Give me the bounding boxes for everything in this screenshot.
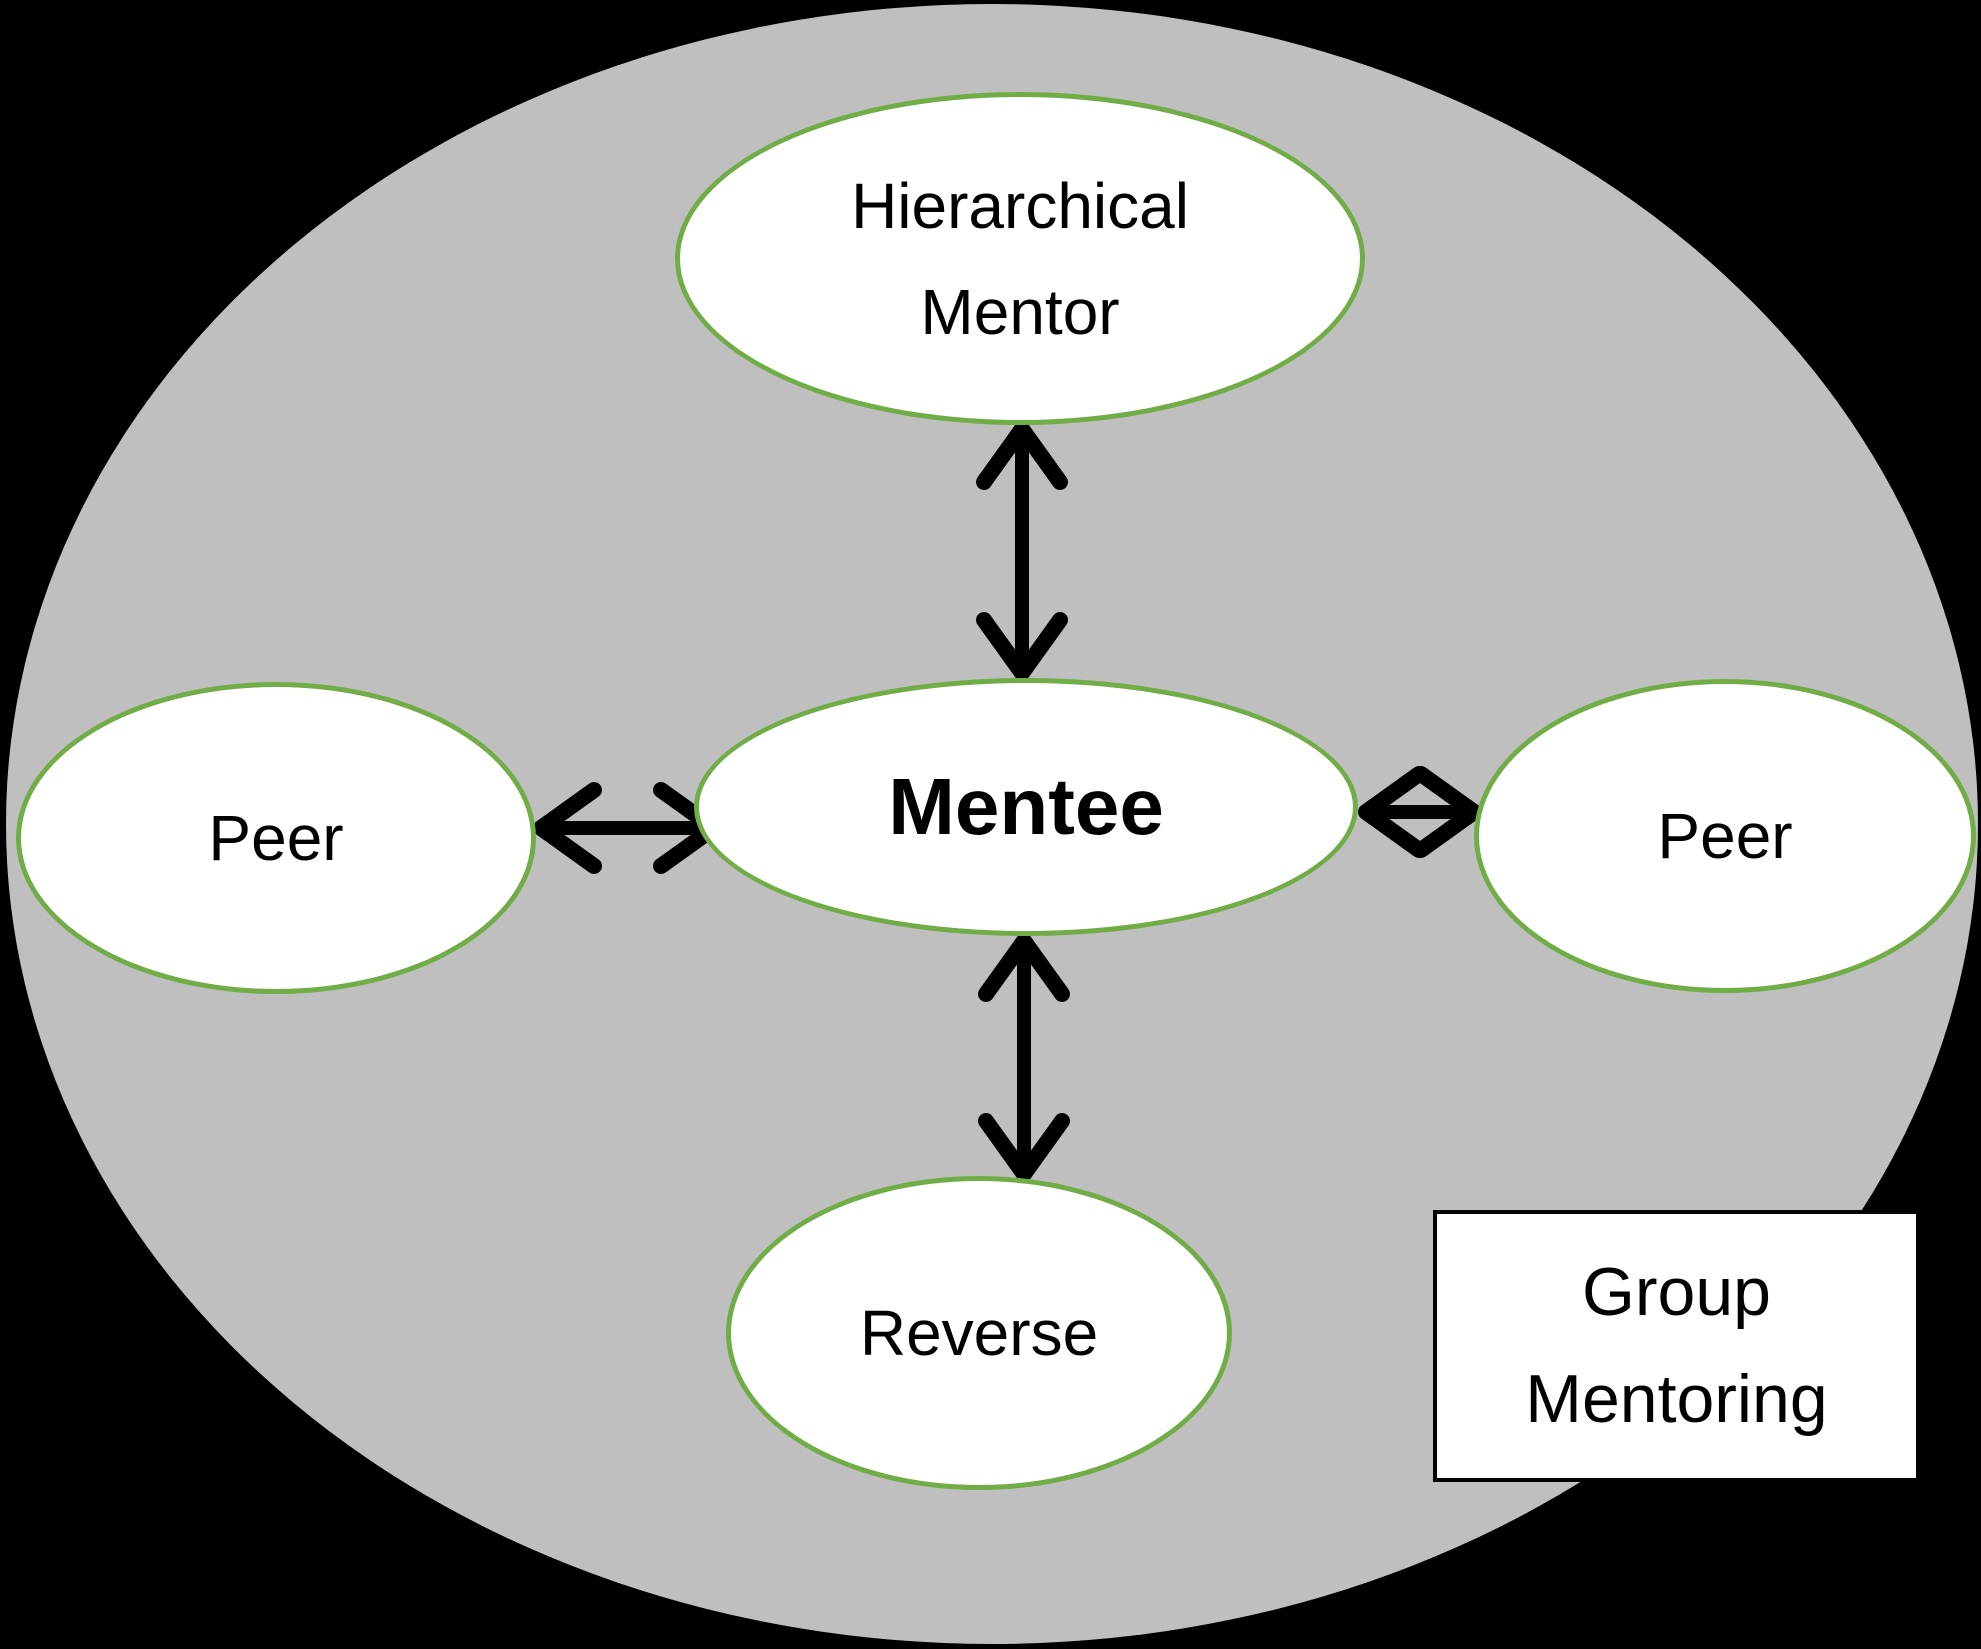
node-hierarchical-mentor-label-line1: Hierarchical — [851, 169, 1189, 242]
node-peer-left-label: Peer — [208, 802, 344, 874]
node-peer-right-label: Peer — [1657, 800, 1793, 872]
node-peer-right: Peer — [1474, 679, 1976, 993]
node-mentee-label: Mentee — [888, 762, 1164, 851]
group-mentoring-label-line1: Group — [1582, 1254, 1771, 1330]
node-peer-left: Peer — [16, 682, 536, 994]
node-mentee: Mentee — [694, 678, 1358, 936]
group-mentoring-label-box: Group Mentoring — [1433, 1210, 1920, 1482]
node-hierarchical-mentor: Hierarchical Mentor — [675, 92, 1365, 425]
group-mentoring-label-line2: Mentoring — [1525, 1361, 1828, 1437]
node-reverse-label: Reverse — [859, 1297, 1099, 1369]
node-hierarchical-mentor-label-line2: Mentor — [920, 275, 1120, 348]
node-reverse: Reverse — [726, 1176, 1232, 1490]
